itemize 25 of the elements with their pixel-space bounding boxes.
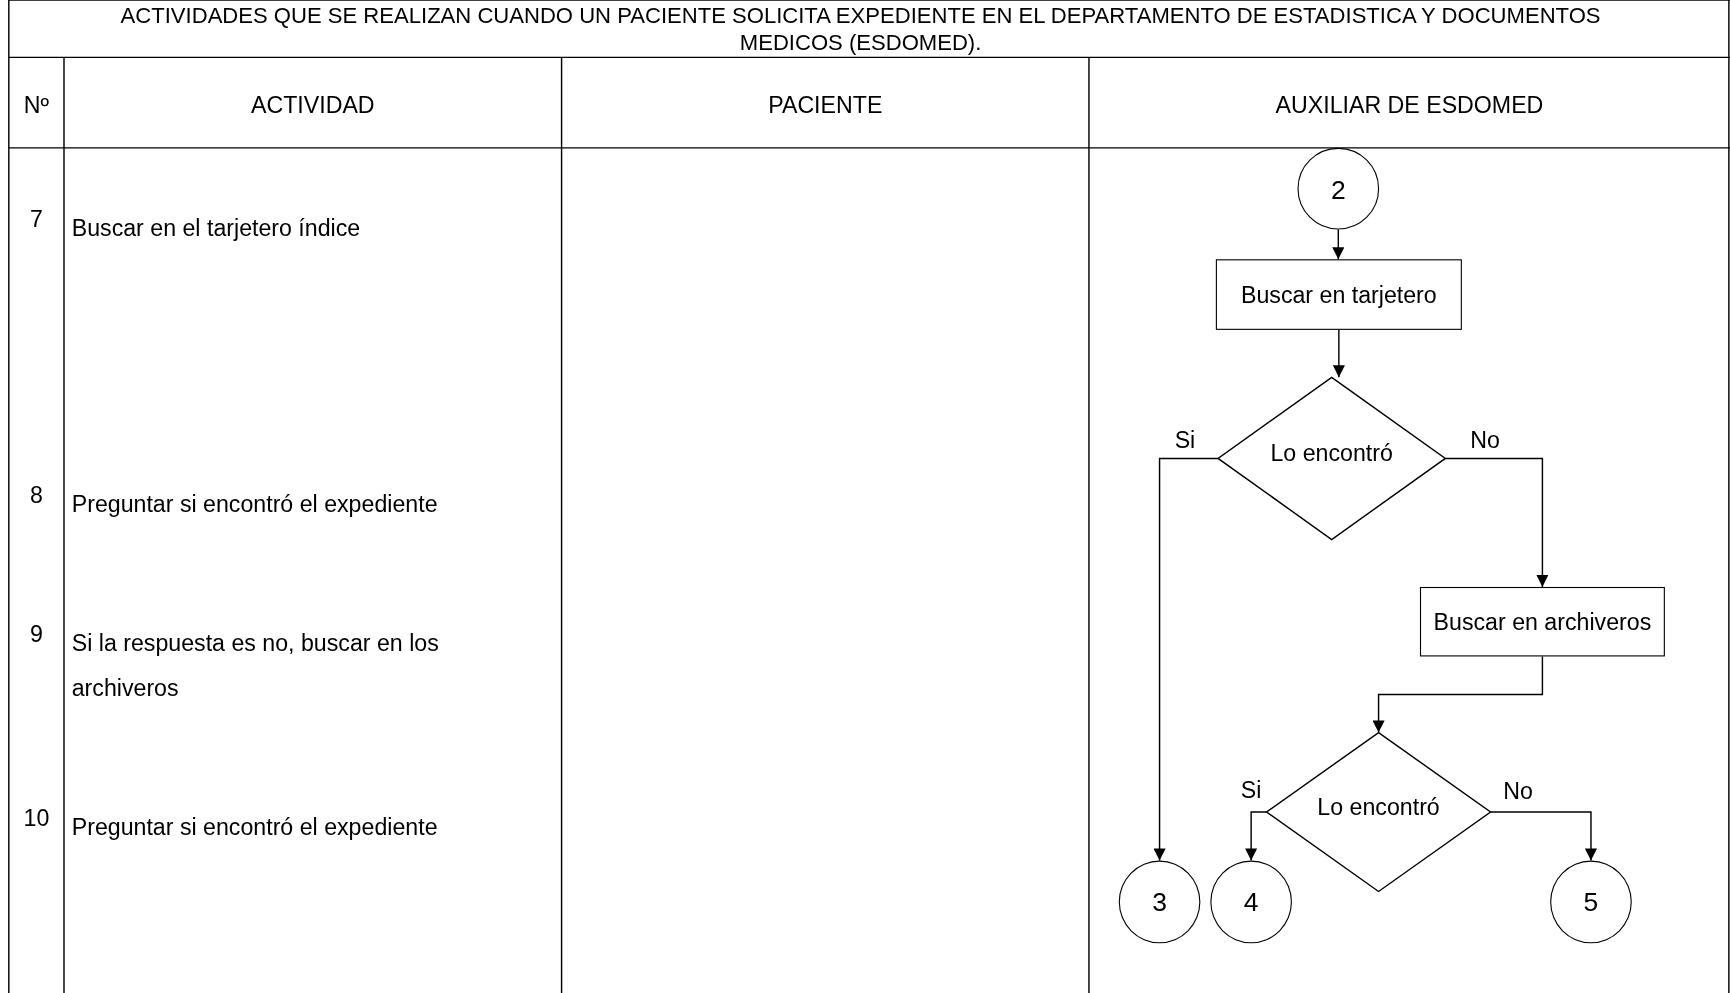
arrow (1153, 457, 1219, 862)
arrow (1332, 228, 1345, 260)
arrow (1245, 811, 1268, 862)
activity-text: Preguntar si encontró el expediente (71, 813, 438, 842)
arrow (1489, 811, 1598, 862)
step-number: 10 (23, 804, 50, 833)
step-number: 8 (29, 481, 43, 510)
activity-text: Preguntar si encontró el expediente (71, 489, 438, 519)
step-number: 9 (29, 620, 43, 649)
activity-text: Si la respuesta es no, buscar en los archiveros (71, 629, 440, 703)
decision-diamond: Lo encontró (1266, 732, 1491, 892)
column-header: Nº (23, 91, 49, 119)
connector-circle: 4 (1210, 860, 1292, 944)
step-number: 7 (29, 205, 43, 234)
connector-circle: 3 (1118, 860, 1201, 944)
column-header: ACTIVIDAD (251, 91, 375, 119)
decision-diamond: Lo encontró (1218, 377, 1446, 540)
process-box: Buscar en tarjetero (1215, 259, 1462, 330)
arrow (1372, 655, 1544, 734)
arrow (1444, 457, 1549, 588)
activity-text: Buscar en el tarjetero índice (71, 214, 361, 243)
arrow (1332, 329, 1345, 379)
process-box: Buscar en archiveros (1419, 586, 1665, 657)
column-header: AUXILIAR DE ESDOMED (1275, 91, 1544, 119)
column-header: PACIENTE (768, 91, 883, 119)
